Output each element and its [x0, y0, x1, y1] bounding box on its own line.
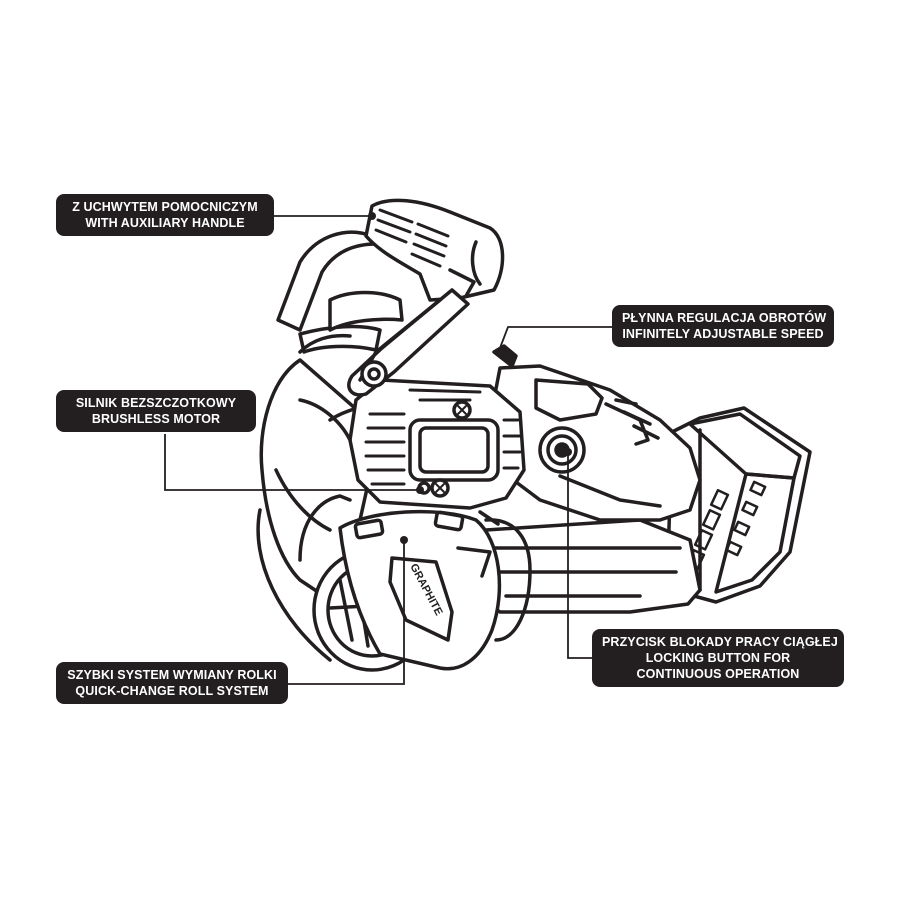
callout-auxiliary-handle: Z UCHWYTEM POMOCNICZYM WITH AUXILIARY HA…	[56, 194, 274, 236]
callout-quick-change-roll: SZYBKI SYSTEM WYMIANY ROLKI QUICK-CHANGE…	[56, 662, 288, 704]
callout-adjustable-speed: PŁYNNA REGULACJA OBROTÓW INFINITELY ADJU…	[612, 305, 834, 347]
brushless-motor	[348, 378, 526, 510]
brand-badge: GRAPHITE	[388, 556, 454, 642]
callout-motor-line2: BRUSHLESS MOTOR	[91, 412, 221, 426]
callout-lock-line1: PRZYCISK BLOKADY PRACY CIĄGŁEJ	[602, 635, 838, 649]
callout-speed-line2: INFINITELY ADJUSTABLE SPEED	[622, 327, 824, 341]
callout-handle-line1: Z UCHWYTEM POMOCNICZYM	[72, 200, 258, 214]
auxiliary-handle	[276, 198, 505, 397]
callout-roll-line1: SZYBKI SYSTEM WYMIANY ROLKI	[67, 668, 277, 682]
leader-line-lock	[567, 452, 592, 659]
front-shroud	[298, 290, 404, 442]
callout-handle-line2: WITH AUXILIARY HANDLE	[85, 216, 245, 230]
callout-lock-line3: CONTINUOUS OPERATION	[636, 667, 800, 681]
quick-change-roll-cover: GRAPHITE	[338, 509, 502, 671]
handle-knob-icon	[360, 360, 388, 388]
callout-locking-button: PRZYCISK BLOKADY PRACY CIĄGŁEJ LOCKING B…	[592, 629, 844, 687]
callout-motor-line1: SILNIK BEZSZCZOTKOWY	[75, 396, 237, 410]
speed-dial	[492, 344, 518, 368]
locking-button	[538, 426, 586, 474]
roll-support	[478, 510, 532, 642]
callout-speed-line1: PŁYNNA REGULACJA OBROTÓW	[622, 311, 827, 325]
callout-lock-line2: LOCKING BUTTON FOR	[645, 651, 791, 665]
leader-line-motor	[164, 434, 420, 491]
grip-ridges-icon	[374, 208, 450, 268]
leader-line-roll	[286, 540, 405, 685]
callout-brushless-motor: SILNIK BEZSZCZOTKOWY BRUSHLESS MOTOR	[56, 390, 256, 432]
leader-lines	[164, 215, 612, 685]
leader-line-speed	[499, 326, 612, 349]
motor-vent-icon	[364, 388, 522, 486]
battery-pack	[666, 406, 812, 604]
callout-roll-line2: QUICK-CHANGE ROLL SYSTEM	[75, 684, 269, 698]
leader-dots	[368, 212, 572, 544]
